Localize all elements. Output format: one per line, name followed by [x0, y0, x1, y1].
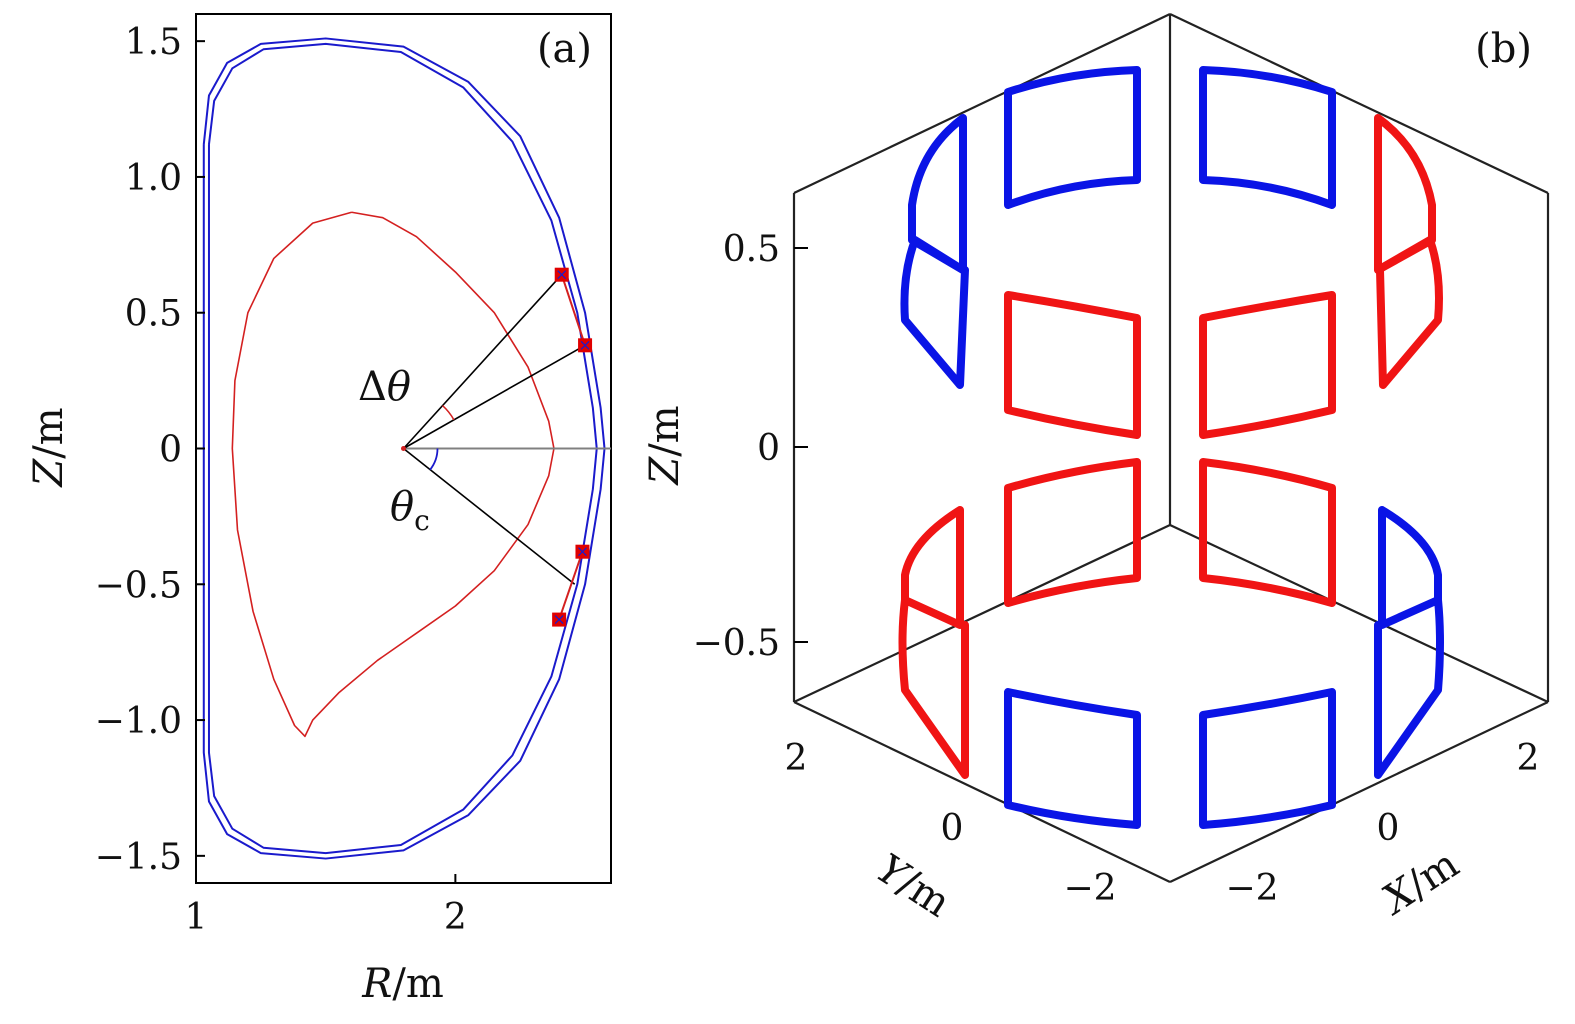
y-tick-label: −1.0 [95, 701, 182, 742]
panel-a-ticks: 1.5 1.0 0.5 0 −0.5 −1.0 −1.51 2 [95, 22, 467, 938]
delta-symbol: Δ [358, 364, 387, 410]
panel-b-3d-box [792, 13, 1550, 883]
coil-front-left-4 [1004, 688, 1141, 829]
coil-front-right-1 [1199, 66, 1336, 209]
panel-b-axis-labels: Z/mY/m X/m [642, 405, 1467, 926]
coil-front-right-4 [1199, 688, 1336, 829]
y-tick-label: −1.5 [95, 837, 182, 878]
ray-line [403, 447, 576, 585]
coil-side-left-upper [900, 114, 969, 389]
coil-front-right-2 [1199, 291, 1336, 439]
x-axis-label: X/m [1372, 841, 1467, 925]
coil-side-left-lower [898, 506, 969, 779]
y-tick-label: −2 [1063, 868, 1116, 909]
y-axis-unit: /m [26, 407, 72, 458]
coil-front-left-3 [1004, 458, 1141, 607]
theta-c-arc [429, 448, 439, 471]
delta-theta-arc [442, 405, 455, 421]
coil-segment-upper [560, 274, 587, 346]
delta-theta-label: Δθ [358, 364, 411, 410]
panel-b-ticks: 0.5 0 −0.5 −2 0 2 −2 0 2 [693, 229, 1540, 909]
plasma-boundary-line [231, 211, 555, 738]
delta-theta-var: θ [387, 364, 411, 410]
coil-marker-cross [557, 270, 567, 280]
z-axis-label: Z/m [642, 405, 688, 486]
coil-marker-cross [578, 547, 587, 557]
panel-a-tag: (a) [537, 26, 592, 72]
x-tick-label: −2 [1225, 868, 1278, 909]
y-tick-label: 0.5 [125, 294, 182, 335]
x-axis-unit: /m [392, 961, 443, 1007]
panel-a-y-axis-label: Z/m [26, 407, 72, 488]
box-edge [1169, 13, 1549, 194]
wall-outer-line [202, 37, 606, 860]
x-axis-label-text: R/m [361, 961, 444, 1007]
z-tick-label: 0 [757, 428, 780, 469]
panel-b-tag: (b) [1475, 26, 1532, 72]
theta-c-var: θ [390, 484, 414, 530]
box-edge [793, 701, 1171, 883]
y-tick-label: 1.5 [125, 22, 182, 63]
x-tick-label: 0 [1377, 808, 1400, 849]
y-tick-label: 0 [941, 808, 964, 849]
box-edge [793, 13, 1171, 194]
coil-segment-lower [558, 551, 584, 620]
coil-front-left-2 [1004, 291, 1141, 439]
coil-side-right-lower [1374, 506, 1444, 779]
z-axis-label-var: Z [642, 456, 688, 487]
panel-a-curves [202, 37, 611, 860]
coil-side-right-upper [1374, 114, 1443, 389]
ray-line [402, 274, 563, 450]
y-axis-var: Z [26, 458, 72, 489]
coil-marker-cross [580, 340, 590, 350]
z-tick-label: 0.5 [723, 229, 780, 270]
theta-c-label: θc [390, 484, 430, 537]
box-edge [793, 524, 1171, 703]
y-axis-label-text: Z/m [26, 407, 72, 488]
y-tick-label: 2 [785, 738, 808, 779]
x-axis-var: R [361, 961, 392, 1007]
box-edge [1169, 524, 1549, 703]
x-tick-label: 2 [1517, 738, 1540, 779]
panel-b-coils [898, 66, 1444, 829]
y-tick-label: −0.5 [95, 565, 182, 606]
center-point [401, 446, 406, 451]
y-tick-label: 0 [159, 430, 182, 471]
x-tick-label: 2 [444, 897, 467, 938]
box-edge [1169, 701, 1549, 883]
panel-a-x-axis-label: R/m [361, 961, 444, 1007]
y-axis-label: Y/m [868, 846, 958, 927]
y-tick-label: 1.0 [125, 158, 182, 199]
coil-front-left-1 [1004, 66, 1141, 209]
theta-c-sub: c [414, 504, 430, 537]
panel-b: 0.5 0 −0.5 −2 0 2 −2 0 2 (b) Z/mY/m X/m [642, 13, 1550, 927]
z-tick-label: −0.5 [693, 623, 780, 664]
coil-front-right-3 [1199, 458, 1336, 607]
coil-marker-cross [554, 615, 564, 625]
z-axis-label-unit: /m [642, 405, 688, 456]
ray-line [403, 344, 586, 450]
wall-inner-line [207, 42, 598, 855]
x-tick-label: 1 [185, 897, 208, 938]
